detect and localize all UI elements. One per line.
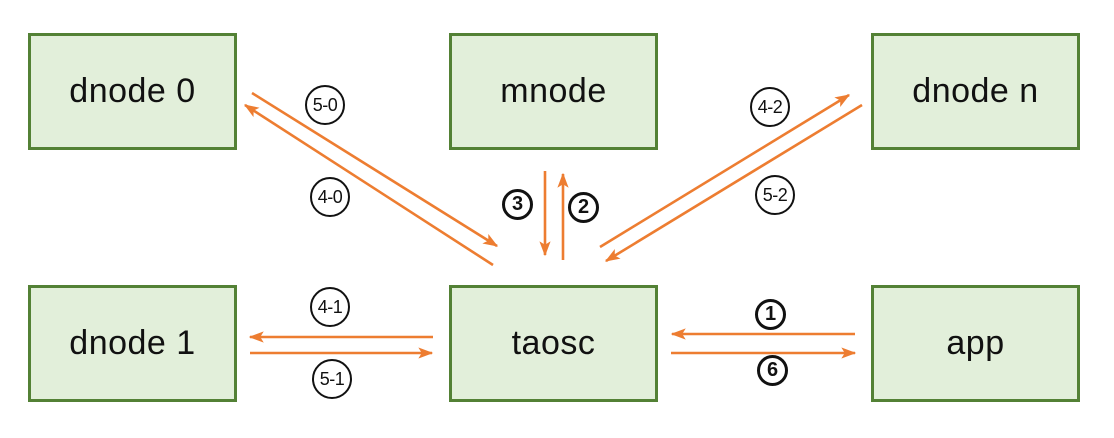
edge-label-5-2: 5-2 <box>755 175 795 215</box>
edge-label-2: 2 <box>568 192 599 223</box>
node-mnode-label: mnode <box>500 72 607 110</box>
edge-label-5-0: 5-0 <box>305 85 345 125</box>
node-taosc: taosc <box>449 285 658 402</box>
node-app: app <box>871 285 1080 402</box>
arrow-5-0 <box>251 91 499 248</box>
edge-label-4-2: 4-2 <box>750 87 790 127</box>
node-mnode: mnode <box>449 33 658 150</box>
arrow-4-0 <box>243 103 494 267</box>
edge-label-4-1: 4-1 <box>310 287 350 327</box>
arrow-5-2 <box>604 103 863 263</box>
node-taosc-label: taosc <box>511 324 596 362</box>
node-app-label: app <box>946 324 1005 362</box>
edge-label-5-1: 5-1 <box>312 359 352 399</box>
edge-label-1: 1 <box>755 299 786 330</box>
node-dnode-1: dnode 1 <box>28 285 237 402</box>
edge-label-4-0: 4-0 <box>310 177 350 217</box>
node-dnode-0-label: dnode 0 <box>69 72 196 110</box>
edge-label-6: 6 <box>757 355 788 386</box>
node-dnode-n: dnode n <box>871 33 1080 150</box>
node-dnode-0: dnode 0 <box>28 33 237 150</box>
edge-label-3: 3 <box>502 189 533 220</box>
node-dnode-n-label: dnode n <box>912 72 1039 110</box>
node-dnode-1-label: dnode 1 <box>69 324 196 362</box>
arrow-4-2 <box>599 93 851 249</box>
